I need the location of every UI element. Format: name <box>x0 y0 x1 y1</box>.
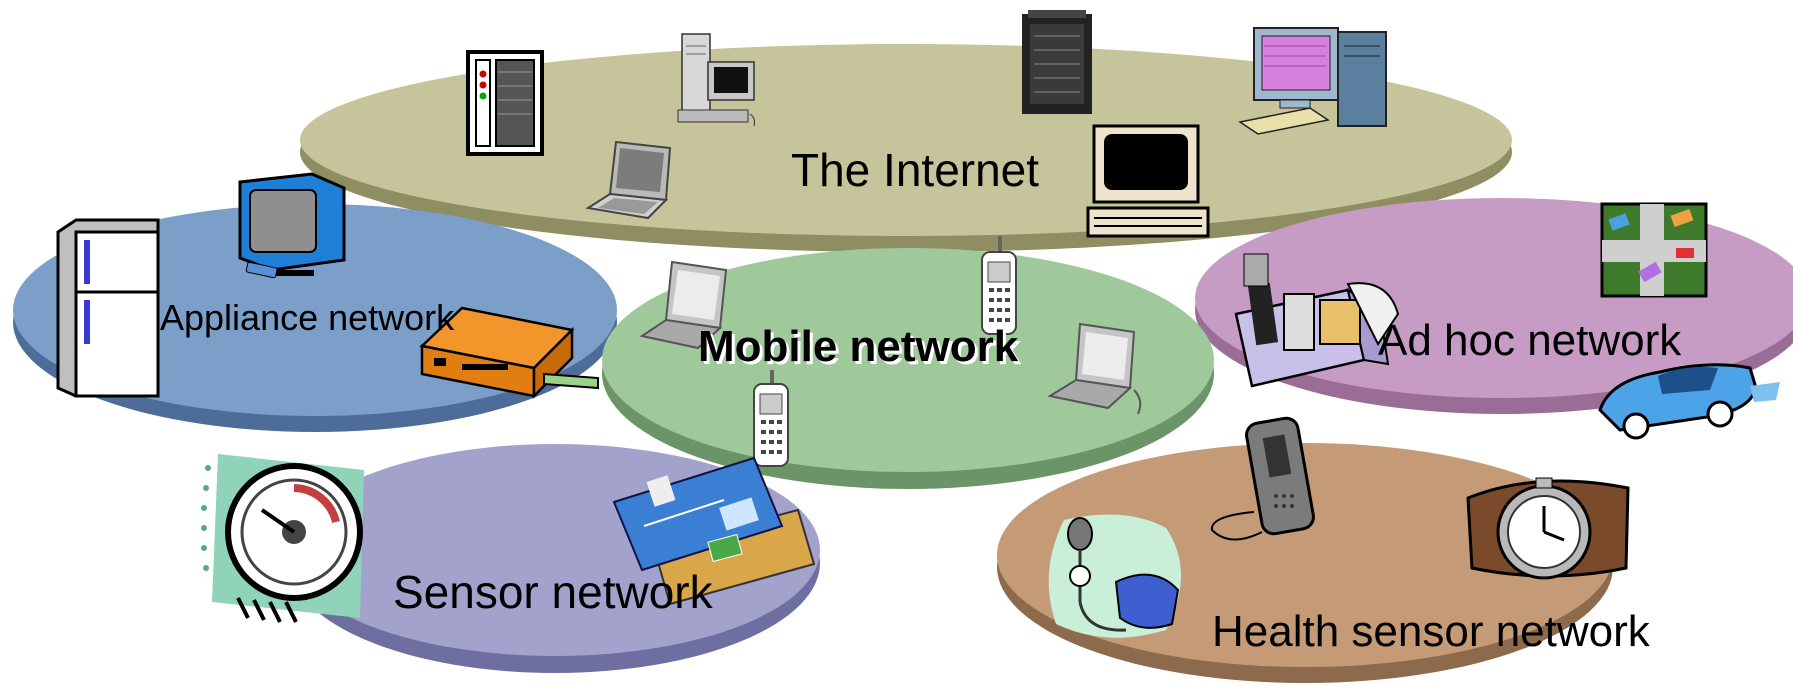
remote-control-icon <box>245 261 278 279</box>
internet-label: The Internet <box>791 144 1039 196</box>
mobile-network-label-shadow: Mobile network <box>701 325 1022 374</box>
set-top-box-icon <box>419 306 599 400</box>
sensor-network-label: Sensor network <box>393 566 714 618</box>
blood-pressure-icon <box>1048 514 1181 638</box>
car-icon <box>1598 363 1780 440</box>
server-rack-icon <box>466 50 544 156</box>
voice-recorder-icon <box>1210 416 1315 541</box>
appliance-network-label: Appliance network <box>160 297 455 338</box>
mainframe-icon <box>1022 10 1092 114</box>
laptop-icon <box>1047 322 1142 415</box>
pressure-gauge-icon <box>201 454 364 623</box>
cellphone-icon <box>753 370 789 467</box>
cellphone-icon <box>981 236 1017 335</box>
credit-card-icon <box>612 456 816 606</box>
terminal-icon <box>1086 124 1210 238</box>
refrigerator-icon <box>56 218 160 398</box>
laptop-icon <box>639 260 728 350</box>
laptop-icon <box>585 140 672 220</box>
health-sensor-network-label: Health sensor network <box>1212 607 1651 656</box>
wristwatch-icon <box>1466 477 1630 580</box>
desktop-pc-icon <box>677 33 755 127</box>
toolbox-icon <box>1234 253 1400 388</box>
television-icon <box>238 172 346 276</box>
workstation-icon <box>1238 27 1387 135</box>
adhoc-network-label: Ad hoc network <box>1378 316 1682 365</box>
mobile-network-label: Mobile network <box>698 322 1019 371</box>
traffic-map-icon <box>1600 202 1708 298</box>
